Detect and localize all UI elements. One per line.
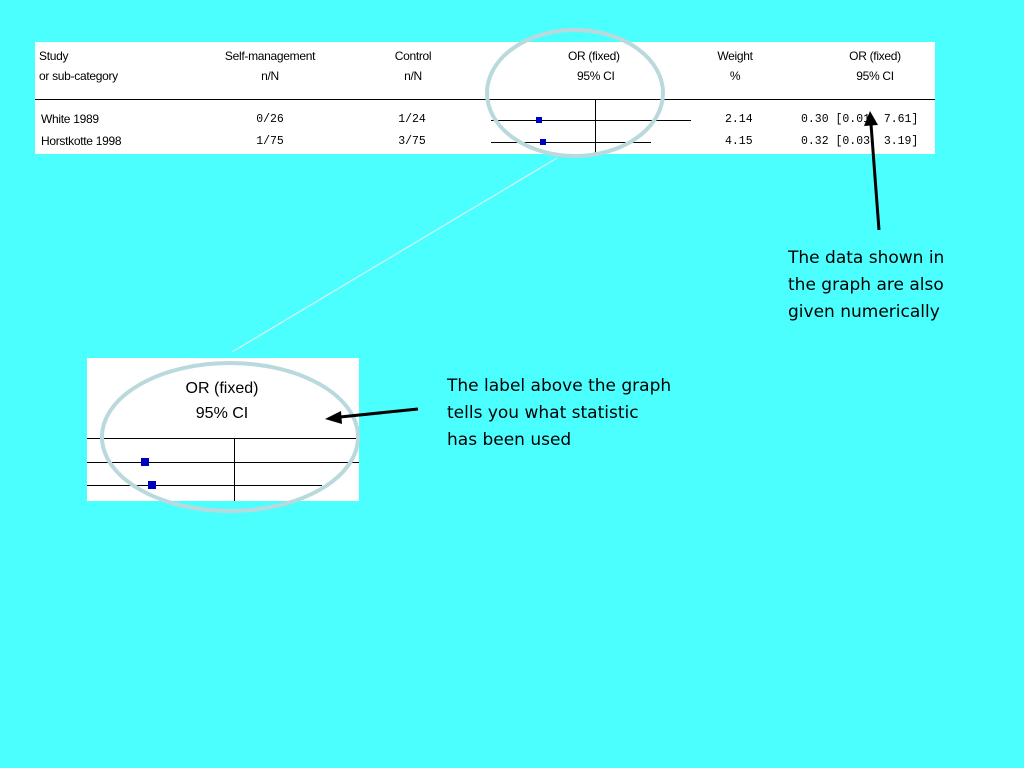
row-treatment: 0/26 [256, 113, 284, 126]
header-weight: Weight [717, 49, 753, 63]
header-treatment: Self-management [224, 49, 316, 63]
label-note-line: The label above the graph [447, 376, 672, 396]
row-study: Horstkotte 1998 [41, 134, 122, 148]
row-study: White 1989 [41, 112, 99, 126]
header-study-sub: or sub-category [39, 69, 118, 83]
point-estimate-row2 [540, 139, 546, 145]
numeric-note-caption: The data shown in the graph are also giv… [788, 245, 944, 326]
header-treatment-sub: n/N [261, 69, 279, 83]
arrow-to-numeric-icon [864, 111, 881, 231]
header-weight-sub: % [729, 69, 741, 83]
header-control: Control [394, 49, 432, 63]
label-note-line: tells you what statistic [447, 403, 639, 423]
header-divider [35, 99, 935, 100]
zoom-panel: OR (fixed) 95% CI [87, 358, 359, 501]
label-note-caption: The label above the graph tells you what… [447, 373, 671, 454]
null-effect-line [595, 100, 596, 154]
row-weight: 4.15 [725, 135, 753, 148]
zoom-ci-line-row2 [87, 485, 322, 486]
zoom-label-line1: OR (fixed) [185, 380, 259, 397]
header-or-plot-sub: 95% CI [577, 69, 615, 83]
point-estimate-row1 [536, 117, 542, 123]
header-or-value-sub: 95% CI [856, 69, 894, 83]
zoom-label-line2: 95% CI [195, 405, 249, 422]
zoom-point-row2 [148, 481, 156, 489]
row-control: 3/75 [398, 135, 426, 148]
header-control-sub: n/N [404, 69, 422, 83]
numeric-note-line: The data shown in [788, 248, 945, 268]
header-study: Study [39, 49, 69, 63]
ci-line-row2 [491, 142, 651, 143]
highlight-ellipse-zoom [100, 361, 360, 513]
zoom-connector-line [231, 157, 558, 353]
header-or-value: OR (fixed) [849, 49, 901, 63]
zoom-null-line [234, 438, 235, 501]
row-or-text: 0.32 [0.03, 3.19] [801, 135, 919, 148]
arrow-to-label-icon [325, 407, 419, 424]
forest-plot-table: Study or sub-category Self-management n/… [35, 42, 935, 154]
row-or-text: 0.30 [0.01, 7.61] [801, 113, 919, 126]
numeric-note-line: the graph are also [788, 275, 944, 295]
row-treatment: 1/75 [256, 135, 284, 148]
header-or-plot: OR (fixed) [568, 49, 620, 63]
label-note-line: has been used [447, 430, 572, 450]
row-control: 1/24 [398, 113, 426, 126]
zoom-point-row1 [141, 458, 149, 466]
ci-line-row1 [491, 120, 691, 121]
highlight-ellipse-main [485, 28, 665, 158]
row-weight: 2.14 [725, 113, 753, 126]
zoom-divider [87, 438, 359, 439]
zoom-ci-line-row1 [87, 462, 359, 463]
numeric-note-line: given numerically [788, 302, 940, 322]
